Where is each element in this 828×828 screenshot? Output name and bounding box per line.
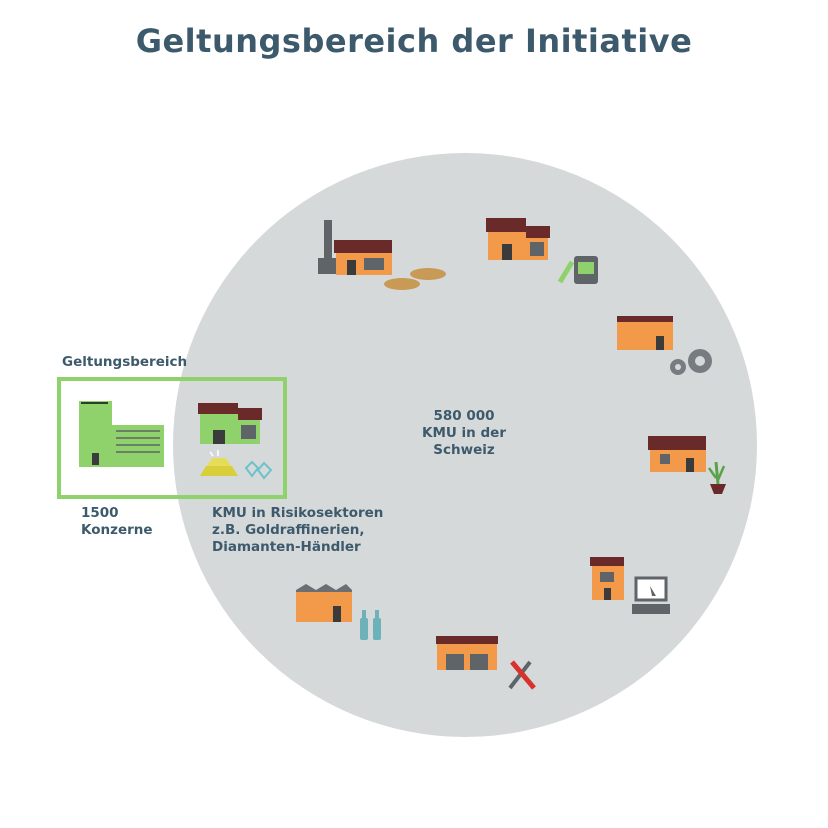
kmu-total-label: 580 000 KMU in der Schweiz bbox=[406, 408, 522, 459]
gears-factory-icon bbox=[617, 316, 712, 375]
risk-kmu-line2: z.B. Goldraffinerien, bbox=[212, 522, 365, 538]
konzerne-number: 1500 bbox=[81, 505, 119, 521]
risk-kmu-label: KMU in Risikosektoren z.B. Goldraffineri… bbox=[212, 505, 383, 556]
scope-box bbox=[57, 377, 287, 499]
shop-plant-icon bbox=[648, 436, 726, 494]
page-title: Geltungsbereich der Initiative bbox=[135, 22, 693, 60]
factory-bread-icon bbox=[318, 220, 446, 290]
scope-label: Geltungsbereich bbox=[62, 354, 188, 370]
office-computer-icon bbox=[590, 557, 670, 614]
konzerne-text: Konzerne bbox=[81, 522, 153, 538]
bottle-factory-icon bbox=[296, 584, 381, 640]
kmu-building-icon bbox=[198, 403, 262, 444]
paint-workshop-icon bbox=[486, 218, 598, 284]
kmu-total-number: 580 000 bbox=[433, 408, 495, 424]
diamonds-icon bbox=[244, 460, 273, 480]
garage-tools-icon bbox=[436, 636, 536, 690]
gold-bars-icon bbox=[200, 450, 238, 476]
kmu-total-line2: KMU in der bbox=[422, 425, 506, 441]
risk-kmu-line3: Diamanten-Händler bbox=[212, 539, 361, 555]
corporation-building-icon bbox=[79, 401, 164, 467]
risk-kmu-line1: KMU in Risikosektoren bbox=[212, 505, 384, 521]
konzerne-label: 1500 Konzerne bbox=[81, 505, 153, 539]
kmu-total-line3: Schweiz bbox=[433, 442, 495, 458]
